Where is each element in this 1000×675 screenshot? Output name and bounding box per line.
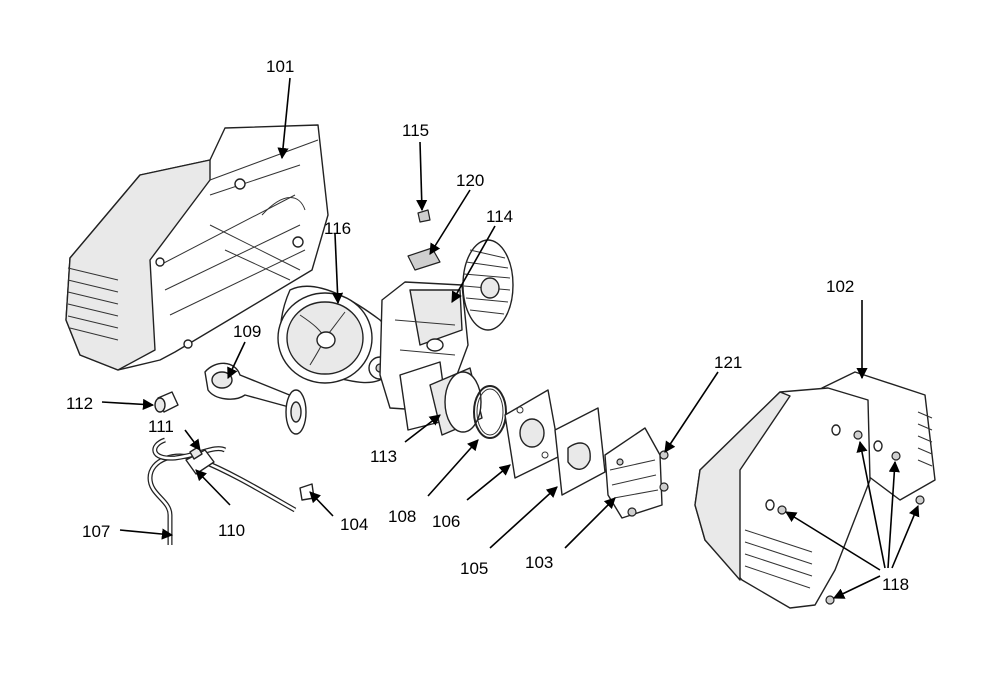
cylinder-part: [399, 361, 483, 436]
callout-121: 121: [714, 353, 742, 372]
callout-105: 105: [460, 559, 488, 578]
callout-108: 108: [388, 507, 416, 526]
callout-111: 111: [148, 417, 174, 436]
clip-part: [299, 483, 315, 501]
cylinder-head-part: [604, 427, 669, 519]
gasket-part: [554, 407, 606, 496]
callout-118: 118: [882, 575, 909, 594]
callout-106: 106: [432, 512, 460, 531]
callout-120: 120: [456, 171, 484, 190]
callout-115: 115: [402, 121, 429, 140]
callout-114: 114: [486, 207, 513, 226]
belt-pulley-part: [277, 285, 392, 384]
callout-101: 101: [266, 57, 294, 76]
connecting-rod-part: [204, 362, 307, 435]
right-shroud-part: [694, 371, 936, 609]
callout-113: 113: [370, 447, 397, 466]
callout-103: 103: [525, 553, 553, 572]
fitting-part: [417, 209, 431, 223]
callout-104: 104: [340, 515, 368, 534]
leader-lines: [101, 77, 920, 599]
valve-plate-part: [504, 389, 561, 479]
left-shroud-part: [65, 124, 329, 371]
screw-set-part: [777, 430, 925, 605]
callout-109: 109: [233, 322, 261, 341]
callout-110: 110: [218, 521, 245, 540]
pad-part: [407, 247, 441, 271]
discharge-tube-part: [147, 437, 297, 545]
callout-112: 112: [66, 394, 93, 413]
callout-102: 102: [826, 277, 854, 296]
o-ring-part: [473, 385, 507, 439]
callout-116: 116: [324, 219, 351, 238]
fan-part: [462, 239, 514, 331]
callout-107: 107: [82, 522, 110, 541]
bolt-part: [154, 391, 179, 413]
